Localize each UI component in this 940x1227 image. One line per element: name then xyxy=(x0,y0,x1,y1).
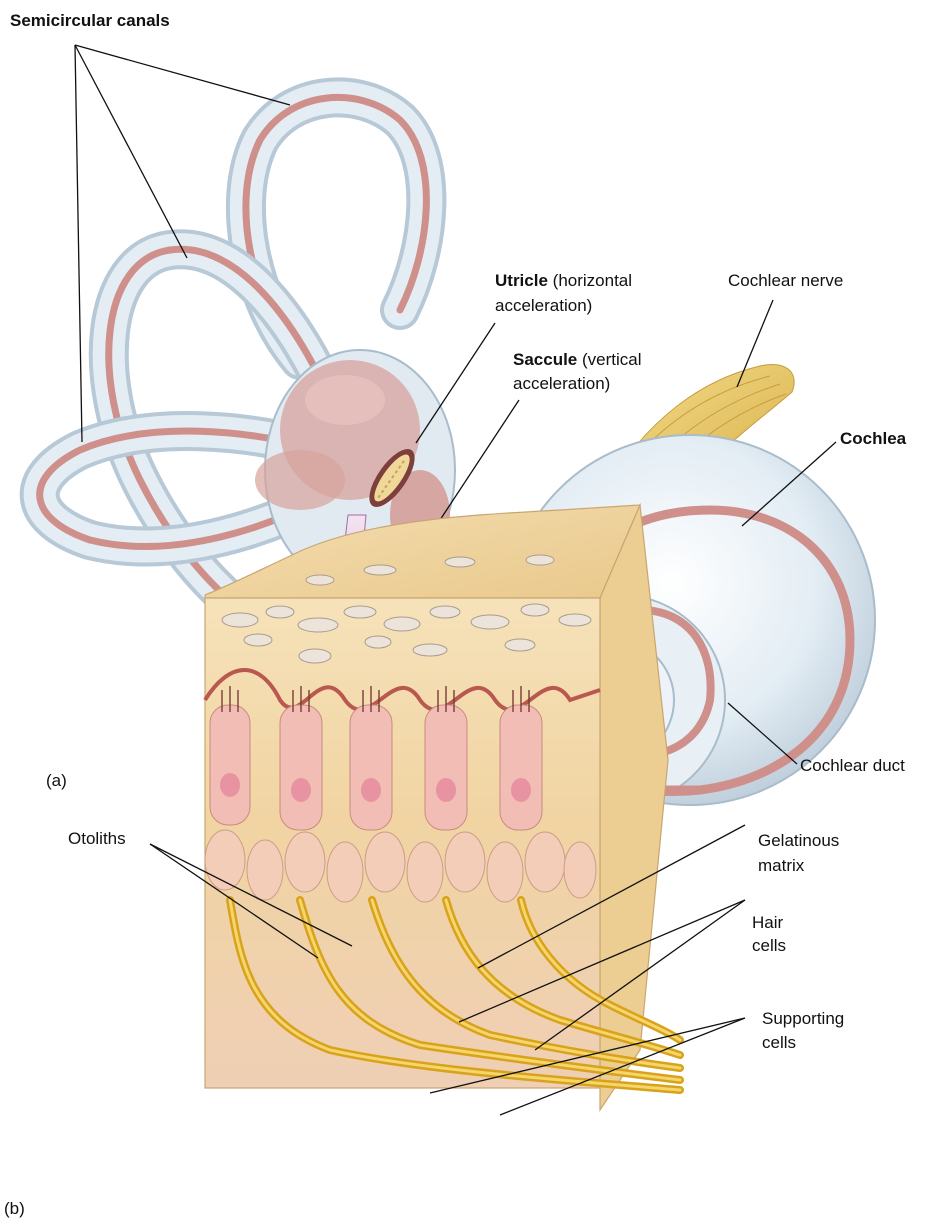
label-cochlear-duct: Cochlear duct xyxy=(800,755,905,777)
label-semicircular-canals: Semicircular canals xyxy=(10,10,170,32)
label-hair-2: cells xyxy=(752,935,786,957)
label-saccule-note-2: acceleration) xyxy=(513,373,610,395)
label-supporting-1: Supporting xyxy=(762,1008,844,1030)
label-utricle: Utricle (horizontal xyxy=(495,270,632,292)
panel-b-tag: (b) xyxy=(4,1198,25,1220)
label-cochlea: Cochlea xyxy=(840,428,906,450)
label-utricle-note-1: (horizontal xyxy=(553,271,632,290)
panel-a-tag: (a) xyxy=(46,770,67,792)
label-saccule-note-1: (vertical xyxy=(582,350,642,369)
label-supporting-2: cells xyxy=(762,1032,796,1054)
label-utricle-name: Utricle xyxy=(495,271,548,290)
label-utricle-note-2: acceleration) xyxy=(495,295,592,317)
macula-illustration xyxy=(205,505,680,1110)
label-saccule: Saccule (vertical xyxy=(513,349,642,371)
label-saccule-name: Saccule xyxy=(513,350,577,369)
label-otoliths: Otoliths xyxy=(68,828,126,850)
label-hair-1: Hair xyxy=(752,912,783,934)
label-gelatinous-2: matrix xyxy=(758,855,804,877)
label-cochlear-nerve: Cochlear nerve xyxy=(728,270,843,292)
label-gelatinous-1: Gelatinous xyxy=(758,830,839,852)
